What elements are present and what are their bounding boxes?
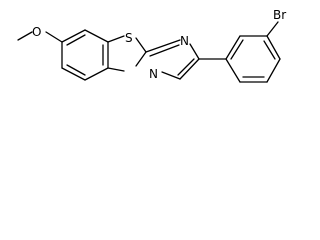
c-s-bond <box>107 35 125 43</box>
benzo-bond-4 <box>84 67 109 81</box>
phenyl-bond-4 <box>266 58 281 83</box>
benzo-bond-5 <box>61 67 86 81</box>
c-n-imine-bond-inner <box>149 44 180 57</box>
bridge-nitrogen-label: N <box>149 67 158 81</box>
imine-nitrogen-label: N <box>180 34 189 48</box>
phenyl-bond-3-inner <box>263 40 276 60</box>
imidazole-ring <box>145 39 200 80</box>
benzo-bond-1 <box>61 29 86 43</box>
methoxy-o-c-bond <box>45 31 63 43</box>
phenyl-bond-1 <box>225 35 241 60</box>
c2-c3-bond <box>179 58 200 80</box>
c3-n-bridge-bond <box>161 71 181 80</box>
benzo-bond-2 <box>84 29 109 43</box>
n-imine-c2-bond <box>189 43 200 60</box>
s-c-bond <box>135 37 147 53</box>
molecule-drawing: O S N N Br <box>17 8 286 83</box>
methoxy-group <box>17 31 63 43</box>
benzo-bond-5-inner <box>66 64 86 76</box>
c-n-imine-bond <box>145 39 181 53</box>
c2-c3-bond-inner <box>177 58 195 76</box>
oxygen-label: O <box>32 25 41 39</box>
benzo-bond-1-inner <box>66 34 86 46</box>
structure-canvas: O S N N Br <box>17 8 286 83</box>
bromine-label: Br <box>273 8 286 22</box>
benzo-ring <box>61 29 109 81</box>
c-n-bridge-bond <box>135 51 147 67</box>
c-br-bond <box>266 21 279 37</box>
bromophenyl-ring <box>225 35 281 83</box>
thiazole-ring <box>107 35 147 72</box>
phenyl-bond-1-inner <box>230 39 244 60</box>
methyl-bond <box>17 31 33 41</box>
phenyl-bond-6 <box>225 58 241 83</box>
n-bridge-benzo-bond <box>107 67 125 72</box>
phenyl-bond-3 <box>266 35 281 60</box>
sulfur-label: S <box>125 31 133 45</box>
